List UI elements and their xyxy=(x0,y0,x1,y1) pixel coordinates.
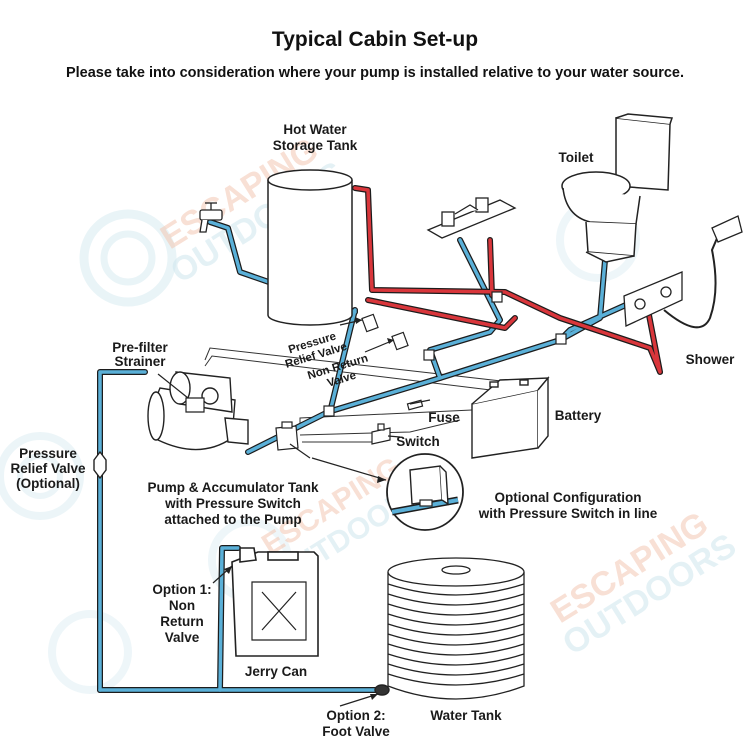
label-optional-prv-3: (Optional) xyxy=(16,476,80,491)
label-option1-4: Valve xyxy=(165,630,200,645)
label-strainer: Strainer xyxy=(114,354,166,369)
prefilter-strainer-icon xyxy=(185,397,205,413)
label-optional-configuration-1: Optional Configuration xyxy=(495,490,642,505)
water-tank-icon xyxy=(387,557,525,700)
shower-icon xyxy=(623,215,743,329)
label-optional-prv-2: Relief Valve xyxy=(10,461,86,476)
label-shower: Shower xyxy=(686,352,736,367)
switch-icon xyxy=(371,423,391,445)
label-pump-3: attached to the Pump xyxy=(164,512,301,527)
page-title: Typical Cabin Set-up xyxy=(271,28,479,51)
tee-fittings xyxy=(323,291,567,417)
label-toilet: Toilet xyxy=(559,150,595,165)
label-option2-2: Foot Valve xyxy=(322,724,390,739)
watermark-logo-right: ESCAPING OUTDOORS xyxy=(544,198,743,663)
optional-pressure-relief-valve-icon xyxy=(93,450,107,480)
pressure-relief-valve-icon xyxy=(361,313,379,333)
label-water-tank: Water Tank xyxy=(430,708,502,723)
watermark-logo-bottom-left xyxy=(48,610,132,694)
optional-configuration-magnifier xyxy=(386,453,464,531)
hot-water-storage-tank xyxy=(267,169,353,326)
jerry-can-icon xyxy=(231,547,319,657)
toilet-icon xyxy=(561,113,674,263)
label-jerry-can: Jerry Can xyxy=(245,664,307,679)
label-pump-1: Pump & Accumulator Tank xyxy=(147,480,319,495)
label-battery: Battery xyxy=(555,408,602,423)
inline-pressure-switch-icon xyxy=(275,421,299,451)
label-prefilter: Pre-filter xyxy=(112,340,168,355)
label-option1-1: Option 1: xyxy=(152,582,211,597)
label-fuse: Fuse xyxy=(428,410,460,425)
label-optional-configuration-2: with Pressure Switch in line xyxy=(478,506,658,521)
hot-water-pipes xyxy=(352,185,663,375)
pump-accumulator-tank xyxy=(147,371,249,451)
label-storage-tank: Storage Tank xyxy=(273,138,358,153)
non-return-valve-icon xyxy=(391,331,409,351)
pointer-arrowheads xyxy=(224,317,394,700)
label-optional-prv-1: Pressure xyxy=(19,446,77,461)
battery-icon xyxy=(471,376,550,459)
foot-valve-icon xyxy=(374,684,390,696)
label-switch: Switch xyxy=(396,434,440,449)
label-option1-2: Non xyxy=(169,598,195,613)
label-pump-2: with Pressure Switch xyxy=(164,496,301,511)
tap-icon xyxy=(199,202,223,233)
watermark-logo-left xyxy=(0,432,84,520)
sink-mixer-icon xyxy=(426,197,517,239)
label-option1-3: Return xyxy=(160,614,204,629)
label-hot-water: Hot Water xyxy=(283,122,347,137)
page-subtitle: Please take into consideration where you… xyxy=(65,65,685,81)
label-option2-1: Option 2: xyxy=(326,708,385,723)
